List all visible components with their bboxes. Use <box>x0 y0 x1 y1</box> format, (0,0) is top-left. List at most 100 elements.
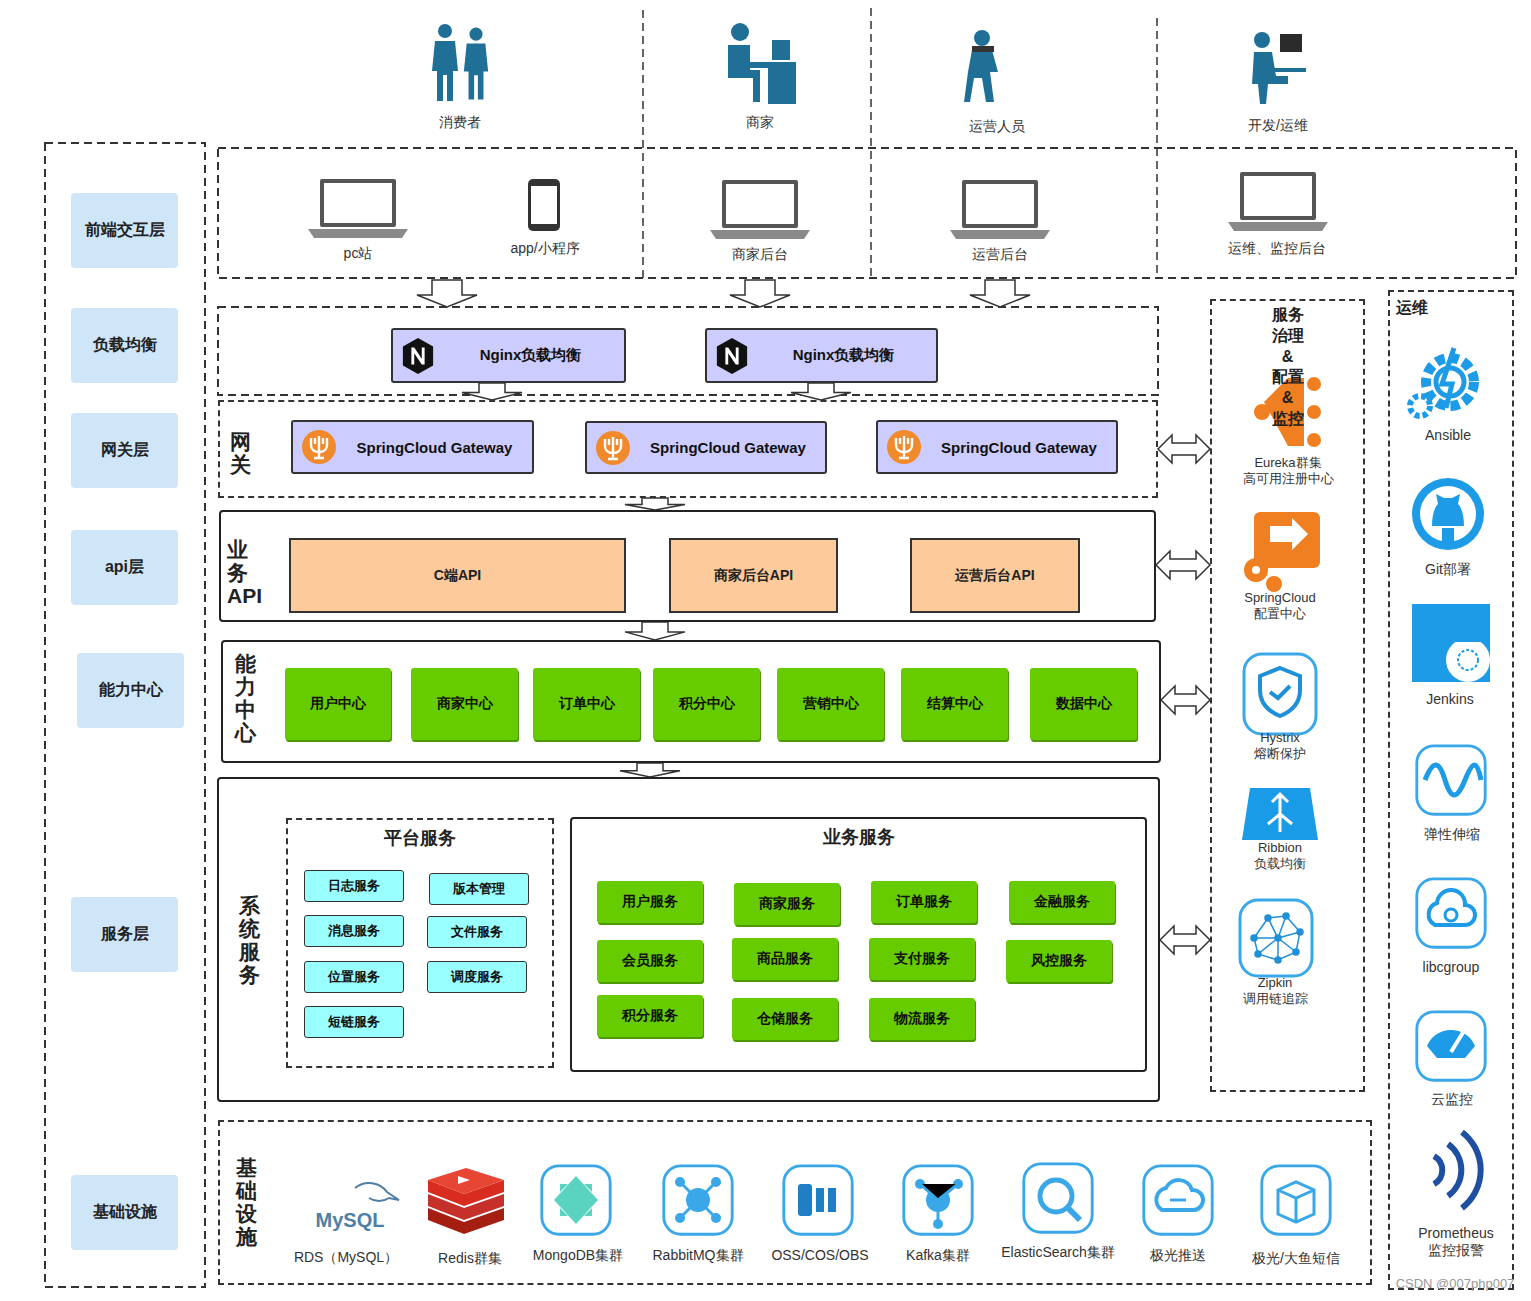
capability-box: 结算中心 <box>901 668 1008 740</box>
node-text: 业务服务 <box>572 825 1145 849</box>
node-text: 积分服务 <box>622 1007 678 1025</box>
governance-panel: 服务 治理&配置&监控 <box>1210 299 1365 1092</box>
node-text: 金融服务 <box>1034 893 1090 911</box>
business-service: 金融服务 <box>1009 881 1115 923</box>
business-group: 业务服务用户服务 商家服务 订单服务 金融服务会员服务商品服务 支付服务 风控服务积分服务… <box>570 817 1147 1072</box>
node-text: 系统服务 <box>239 894 260 986</box>
icon-caption: app/小程序 <box>510 240 579 257</box>
business-service: 积分服务 <box>597 995 703 1037</box>
node-text: 商家服务 <box>759 895 815 913</box>
gateway-band: 网关 SpringCloud Gateway SpringCloud Gateway… <box>218 400 1158 498</box>
business-service: 用户服务 <box>597 881 703 923</box>
icon-caption: Ribbion 负载均衡 <box>1254 840 1306 871</box>
layer-label: api层 <box>71 530 178 605</box>
capability-box: 营销中心 <box>777 668 884 740</box>
node-text: 业务API <box>227 538 248 607</box>
node-text: SpringCloud Gateway <box>941 439 1097 456</box>
icon-caption: 运维、监控后台 <box>1228 240 1326 257</box>
layer-label: 服务层 <box>71 897 178 972</box>
layer-label: 能力中心 <box>77 653 184 728</box>
icon-caption: Kafka集群 <box>906 1247 970 1264</box>
node-text: 订单中心 <box>559 695 615 713</box>
block-arrow <box>1160 926 1210 954</box>
icon-caption: pc站 <box>344 245 373 262</box>
business-service: 仓储服务 <box>732 998 838 1040</box>
node-text: 平台服务 <box>288 826 552 850</box>
api-box: 运营后台API <box>910 538 1080 613</box>
icon-caption: Zipkin 调用链追踪 <box>1243 975 1308 1006</box>
node-text: 能力中心 <box>235 652 256 744</box>
node-text: 基础设施 <box>236 1156 257 1248</box>
node-text: Nginx负载均衡 <box>793 346 895 365</box>
service-band: 系统服务平台服务日志服务版本管理消息服务文件服务位置服务调度服务短链服务业务服务… <box>217 777 1160 1102</box>
platform-service: 短链服务 <box>304 1006 404 1038</box>
gateway-box: SpringCloud Gateway <box>585 421 827 474</box>
block-arrow <box>791 383 851 400</box>
capability-box: 数据中心 <box>1030 668 1137 740</box>
block-arrow <box>620 763 680 777</box>
nginx-box: Nginx负载均衡 <box>391 328 626 383</box>
node-text: 网关 <box>230 430 251 476</box>
layer-label: 网关层 <box>71 413 178 488</box>
capability-band: 能力中心 用户中心 商家中心 订单中心 积分中心 营销中心 结算中心 数据中心 <box>221 640 1161 763</box>
icon-caption: 开发/运维 <box>1248 117 1308 134</box>
block-arrow <box>462 383 522 400</box>
layer-label: 前端交互层 <box>71 193 178 268</box>
node-text: 商家中心 <box>437 695 493 713</box>
node-text: 位置服务 <box>328 968 380 986</box>
nginx-box: Nginx负载均衡 <box>705 328 938 383</box>
icon-caption: 极光/大鱼短信 <box>1252 1250 1340 1267</box>
node-text: 风控服务 <box>1031 952 1087 970</box>
icon-caption: 商家 <box>746 114 774 131</box>
logo-text: MySQL <box>316 1208 385 1232</box>
platform-service: 调度服务 <box>427 961 527 993</box>
node-text: 前端交互层 <box>85 220 165 241</box>
business-service: 物流服务 <box>869 998 975 1040</box>
node-text: 服务 治理&配置&监控 <box>1272 305 1304 430</box>
node-text: api层 <box>105 557 144 578</box>
block-arrow <box>625 622 685 640</box>
node-text: 商家后台API <box>714 567 793 585</box>
node-text: 用户中心 <box>310 695 366 713</box>
platform-service: 日志服务 <box>304 870 404 902</box>
node-text: 订单服务 <box>896 893 952 911</box>
icon-caption: libcgroup <box>1423 959 1480 976</box>
icon-caption: Hystrix 熔断保护 <box>1254 730 1306 761</box>
icon-caption: Ansible <box>1425 427 1471 444</box>
node-text: 仓储服务 <box>757 1010 813 1028</box>
node-text: 积分中心 <box>679 695 735 713</box>
api-band: 业务API C端API 商家后台API 运营后台API <box>219 510 1156 622</box>
platform-service: 版本管理 <box>429 873 529 905</box>
node-text: 能力中心 <box>99 680 163 701</box>
layer-label: 负载均衡 <box>71 308 178 383</box>
icon-caption: MongoDB集群 <box>533 1247 623 1264</box>
business-service: 风控服务 <box>1006 940 1112 982</box>
node-text: 消息服务 <box>328 922 380 940</box>
icon-caption: 弹性伸缩 <box>1424 826 1480 843</box>
node-text: 结算中心 <box>927 695 983 713</box>
platform-service: 消息服务 <box>304 915 404 947</box>
block-arrow <box>625 498 685 510</box>
icon-caption: 云监控 <box>1431 1091 1473 1108</box>
business-service: 订单服务 <box>871 881 977 923</box>
node-text: 短链服务 <box>328 1013 380 1031</box>
icon-caption: 极光推送 <box>1150 1247 1206 1264</box>
icon-caption: ElasticSearch集群 <box>1001 1244 1115 1261</box>
platform-service: 位置服务 <box>304 961 404 993</box>
node-text: 网关层 <box>101 440 149 461</box>
gateway-box: SpringCloud Gateway <box>291 420 534 474</box>
node-text: 支付服务 <box>894 950 950 968</box>
capability-box: 商家中心 <box>411 668 518 740</box>
node-text: 运维 <box>1396 298 1428 319</box>
node-text: SpringCloud Gateway <box>650 439 806 456</box>
icon-caption: 消费者 <box>439 114 481 131</box>
node-text: SpringCloud Gateway <box>357 439 513 456</box>
capability-box: 订单中心 <box>533 668 640 740</box>
icon-caption: 运营人员 <box>969 118 1025 135</box>
business-service: 会员服务 <box>597 940 703 982</box>
node-text: 运营后台API <box>955 567 1034 585</box>
icon-caption: Git部署 <box>1425 561 1471 578</box>
business-service: 商品服务 <box>732 938 838 980</box>
node-text: C端API <box>434 567 481 585</box>
gateway-box: SpringCloud Gateway <box>876 420 1118 474</box>
